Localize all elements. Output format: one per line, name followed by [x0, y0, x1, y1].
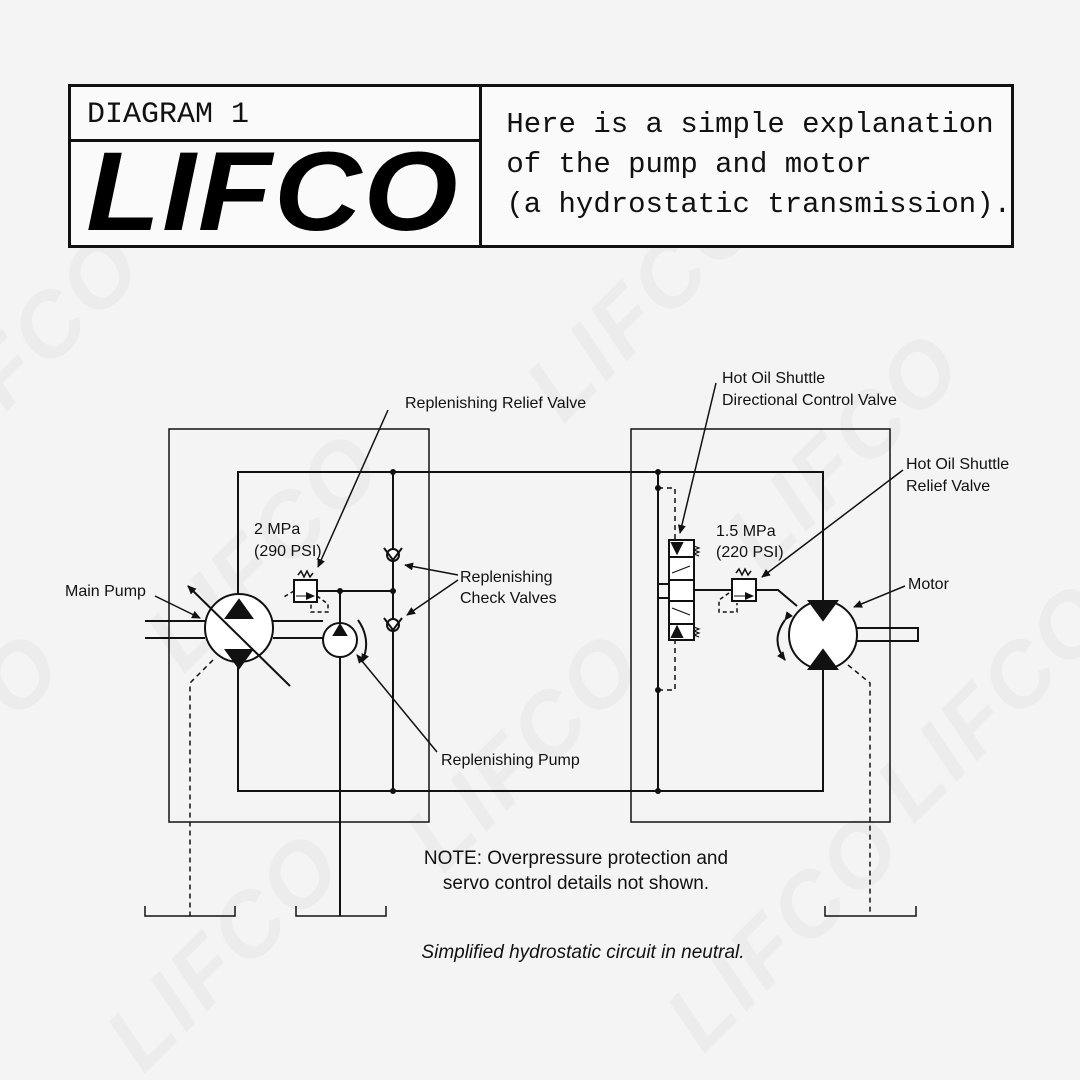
lifco-logo: LIFCO: [86, 129, 460, 254]
description-line: (a hydrostatic transmission).: [506, 188, 1011, 221]
label-replenishing-relief-valve: Replenishing Relief Valve: [405, 395, 586, 412]
label-pressure-left-mpa: 2 MPa: [254, 521, 300, 538]
replenishing-pump-symbol: [322, 619, 369, 663]
label-hot-oil-shuttle-relief: Hot Oil Shuttle: [906, 456, 1009, 473]
label-pressure-right-mpa: 1.5 MPa: [716, 523, 776, 540]
label-hot-oil-shuttle-dcv: Directional Control Valve: [722, 392, 897, 409]
note-line: NOTE: Overpressure protection and: [424, 848, 728, 869]
diagram-caption: Simplified hydrostatic circuit in neutra…: [421, 942, 744, 963]
header-left: DIAGRAM 1 LIFCO: [71, 87, 483, 248]
header-box: DIAGRAM 1 LIFCO Here is a simple explana…: [68, 84, 1014, 248]
drain-bracket: [824, 906, 917, 917]
label-pressure-right-psi: (220 PSI): [716, 544, 784, 561]
motor-enclosure: [630, 428, 891, 823]
label-hot-oil-shuttle-relief: Relief Valve: [906, 478, 990, 495]
note-line: servo control details not shown.: [443, 873, 709, 894]
description-line: Here is a simple explanation: [506, 108, 994, 141]
reservoir-bracket: [295, 906, 387, 917]
leader-arrows: [154, 382, 906, 753]
label-hot-oil-shuttle-dcv: Hot Oil Shuttle: [722, 370, 825, 387]
description-line: of the pump and motor: [506, 148, 872, 181]
replenishing-relief-valve-symbol: [281, 569, 329, 613]
check-valves-symbol: [383, 547, 403, 632]
diagram-label: DIAGRAM 1: [71, 87, 480, 142]
label-check-valves: Check Valves: [460, 590, 557, 607]
label-pressure-left-psi: (290 PSI): [254, 543, 322, 560]
pump-enclosure: [168, 428, 430, 823]
motor-symbol: [776, 600, 919, 670]
label-motor: Motor: [908, 576, 950, 593]
label-replenishing-pump: Replenishing Pump: [441, 752, 580, 769]
directional-control-valve-symbol: [668, 539, 701, 641]
main-pump-symbol: [145, 585, 323, 687]
header-description: Here is a simple explanation of the pump…: [482, 87, 1011, 245]
drain-bracket: [144, 906, 236, 917]
label-check-valves: Replenishing: [460, 569, 553, 586]
label-main-pump: Main Pump: [65, 583, 146, 600]
